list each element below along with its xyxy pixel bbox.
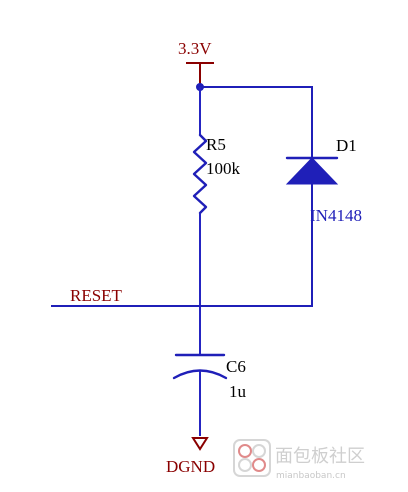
watermark-logo-icon [233, 439, 271, 477]
resistor-r5: R5 100k [192, 133, 241, 215]
capacitor-c6: C6 1u [172, 353, 247, 401]
diode-d1: D1 IN4148 [285, 86, 362, 307]
resistor-zigzag [192, 133, 208, 215]
ground-symbol [191, 437, 209, 451]
resistor-value: 100k [206, 159, 241, 178]
watermark-subtext: mianbaoban.cn [276, 471, 346, 481]
capacitor-value: 1u [229, 382, 247, 401]
ground-port-dgnd: DGND [166, 437, 215, 476]
capacitor-plate-curved [172, 369, 228, 380]
diode-designator: D1 [336, 136, 357, 155]
diode-triangle [285, 157, 339, 185]
ground-label: DGND [166, 457, 215, 476]
reset-label: RESET [70, 286, 123, 305]
diode-value: IN4148 [310, 206, 362, 225]
watermark: 面包板社区 mianbaoban.cn [233, 439, 365, 481]
watermark-text: 面包板社区 [275, 446, 365, 467]
power-port-3v3: 3.3V [178, 39, 214, 85]
capacitor-designator: C6 [226, 357, 246, 376]
resistor-designator: R5 [206, 135, 226, 154]
reset-net: RESET [51, 286, 313, 307]
power-label: 3.3V [178, 39, 212, 58]
